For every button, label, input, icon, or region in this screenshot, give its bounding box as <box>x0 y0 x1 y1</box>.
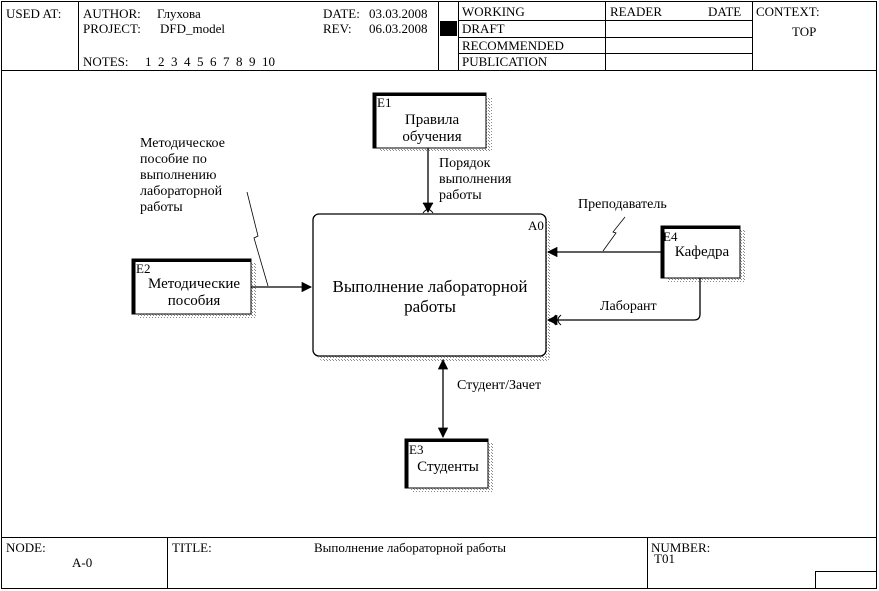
external-entity-e1[interactable] <box>372 92 487 149</box>
date-value: 03.03.2008 <box>369 6 428 21</box>
status-draft: DRAFT <box>462 21 505 36</box>
node-label: NODE: <box>6 540 46 555</box>
notes-numbers: 1 2 3 4 5 6 7 8 9 10 <box>145 54 275 69</box>
flow-rules-label: Порядок выполнения работы <box>439 156 512 203</box>
used-at-label: USED AT: <box>6 6 62 21</box>
external-entity-e4[interactable] <box>660 225 741 279</box>
arrow-tunnel <box>552 314 557 326</box>
external-id-e4: E4 <box>663 229 678 244</box>
project-label: PROJECT: <box>83 21 141 36</box>
header-divider <box>605 1 606 70</box>
number-label: NUMBER: <box>651 540 711 555</box>
external-id-e3: E3 <box>409 442 424 457</box>
process-box[interactable] <box>312 213 547 357</box>
reader-date-label: DATE <box>708 4 742 19</box>
title-value: Выполнение лабораторной работы <box>314 540 506 555</box>
external-id-e1: E1 <box>377 95 392 110</box>
process-label: Выполнение лабораторной работы <box>332 277 528 316</box>
flow-manuals-squiggle <box>246 191 269 287</box>
arrow-tunnel <box>557 314 562 326</box>
author-label: AUTHOR: <box>83 6 141 21</box>
title-label: TITLE: <box>172 540 212 555</box>
external-id-e2: E2 <box>136 261 151 276</box>
header-divider <box>752 1 753 70</box>
process-id: A0 <box>528 218 544 233</box>
status-row-line <box>458 53 752 54</box>
footer-divider <box>167 537 168 589</box>
context-value: TOP <box>792 24 817 39</box>
external-label-e4: Кафедра <box>674 244 730 260</box>
flow-teacher-squiggle <box>602 216 626 252</box>
external-label-e3: Студенты <box>417 459 479 475</box>
reader-label: READER <box>610 4 662 19</box>
project-value: DFD_model <box>160 21 225 36</box>
status-working: WORKING <box>462 4 525 19</box>
rev-value: 06.03.2008 <box>369 21 428 36</box>
external-entity-e2[interactable] <box>131 258 252 315</box>
rev-label: REV: <box>323 21 352 36</box>
author-value: Глухова <box>157 6 201 21</box>
flow-student-label: Студент/Зачет <box>457 378 542 393</box>
flow-manuals-label: Методическое пособие по выполнению лабор… <box>140 136 225 215</box>
flow-assistant-arrow[interactable] <box>546 278 701 326</box>
date-label: DATE: <box>323 6 360 21</box>
arrow-tunnel <box>422 209 434 214</box>
external-entity-e3[interactable] <box>404 438 489 489</box>
external-label-e1: Правила обучения <box>402 112 462 145</box>
arrow-tunnel <box>422 202 434 207</box>
footer-divider <box>647 537 648 589</box>
header-divider <box>458 1 459 70</box>
status-row-line <box>458 37 752 38</box>
header-divider <box>78 1 79 70</box>
status-row-line <box>458 20 752 21</box>
header-bottom-line <box>1 70 877 71</box>
context-label: CONTEXT: <box>756 4 820 19</box>
draft-marker <box>440 21 457 36</box>
header-divider <box>438 1 439 70</box>
notes-label: NOTES: <box>83 54 129 69</box>
status-publication: PUBLICATION <box>462 54 548 69</box>
flow-assistant-label: Лаборант <box>600 299 657 314</box>
number-value: T01 <box>654 551 675 566</box>
node-value: A-0 <box>72 555 93 570</box>
flow-teacher-label: Преподаватель <box>578 197 667 212</box>
status-recommended: RECOMMENDED <box>462 38 564 53</box>
footer-corner-box <box>815 571 877 589</box>
footer-top-line <box>1 537 877 538</box>
external-label-e2: Методические пособия <box>147 276 241 309</box>
